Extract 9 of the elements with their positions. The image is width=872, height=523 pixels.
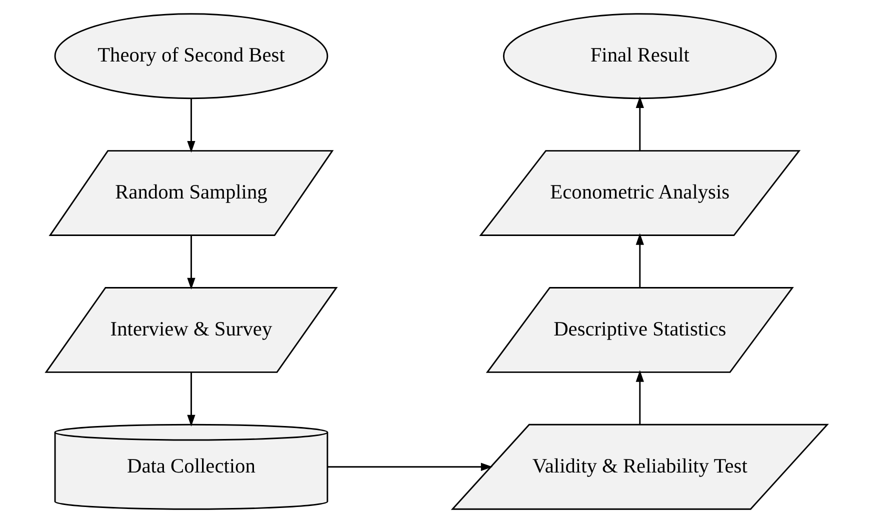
node-ellipse: Theory of Second Best bbox=[54, 13, 328, 100]
arrow bbox=[635, 370, 644, 424]
arrow bbox=[635, 96, 644, 150]
arrow bbox=[635, 233, 644, 288]
arrow bbox=[186, 372, 195, 426]
node-ellipse: Final Result bbox=[502, 13, 776, 100]
arrow bbox=[186, 98, 195, 153]
arrow bbox=[327, 462, 492, 471]
arrow bbox=[186, 235, 195, 290]
